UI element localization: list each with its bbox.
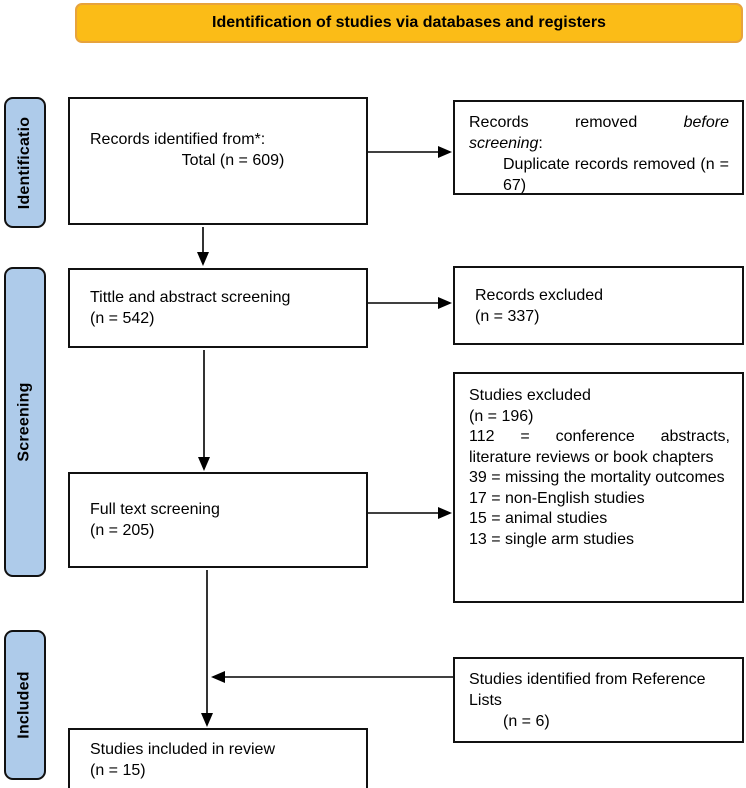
box-studies-included: Studies included in review (n = 15) xyxy=(68,728,368,788)
studies-excluded-count: (n = 196) xyxy=(469,407,534,425)
title-abstract-line1: Tittle and abstract screening xyxy=(90,289,291,306)
full-text-line1: Full text screening xyxy=(90,501,220,518)
studies-excluded-reason: 39 = missing the mortality outcomes xyxy=(469,469,725,486)
stage-tab-included: Included xyxy=(4,630,46,780)
records-identified-total: Total (n = 609) xyxy=(181,152,285,169)
records-removed-italic1: before xyxy=(683,114,729,131)
studies-included-line1: Studies included in review xyxy=(90,741,275,758)
stage-label-included: Included xyxy=(16,671,34,739)
studies-excluded-reason: 13 = single arm studies xyxy=(469,530,634,548)
records-removed-colon: : xyxy=(538,135,543,152)
stage-tab-identification: Identificatio xyxy=(4,97,46,228)
title-abstract-count: (n = 542) xyxy=(90,310,155,327)
stage-tab-screening: Screening xyxy=(4,267,46,577)
records-removed-italic2: screening xyxy=(469,135,539,152)
full-text-count: (n = 205) xyxy=(90,522,155,539)
studies-excluded-line1: Studies excluded xyxy=(469,387,591,404)
banner-title-text: Identification of studies via databases … xyxy=(212,14,606,31)
banner-title: Identification of studies via databases … xyxy=(75,3,743,43)
box-records-identified: Records identified from*: Total (n = 609… xyxy=(68,97,368,225)
box-records-excluded: Records excluded (n = 337) xyxy=(453,266,744,345)
studies-excluded-reason: 17 = non-English studies xyxy=(469,489,645,507)
records-removed-regular: Records removed xyxy=(469,114,638,131)
records-identified-line1: Records identified from*: xyxy=(90,131,266,148)
studies-excluded-reason: 15 = animal studies xyxy=(469,510,608,527)
records-removed-line1: Records removed before xyxy=(469,112,729,133)
stage-label-screening: Screening xyxy=(16,382,34,462)
records-removed-line2: screening: xyxy=(469,133,729,154)
box-reference-lists: Studies identified from Reference Lists … xyxy=(453,657,744,743)
reference-lists-count: (n = 6) xyxy=(503,713,550,730)
box-records-removed: Records removed before screening: Duplic… xyxy=(453,100,744,195)
records-excluded-line1: Records excluded xyxy=(475,287,604,304)
box-studies-excluded: Studies excluded (n = 196) 112 = confere… xyxy=(453,372,744,603)
box-full-text-screening: Full text screening (n = 205) xyxy=(68,472,368,568)
reference-lists-line1: Studies identified from Reference Lists xyxy=(469,671,706,709)
stage-label-identification: Identificatio xyxy=(16,116,34,209)
records-excluded-count: (n = 337) xyxy=(475,308,540,325)
studies-included-count: (n = 15) xyxy=(90,762,146,779)
box-title-abstract-screening: Tittle and abstract screening (n = 542) xyxy=(68,268,368,348)
studies-excluded-reason: 112 = conference abstracts, literature r… xyxy=(469,428,730,466)
records-removed-detail: Duplicate records removed (n = 67) xyxy=(503,156,729,194)
